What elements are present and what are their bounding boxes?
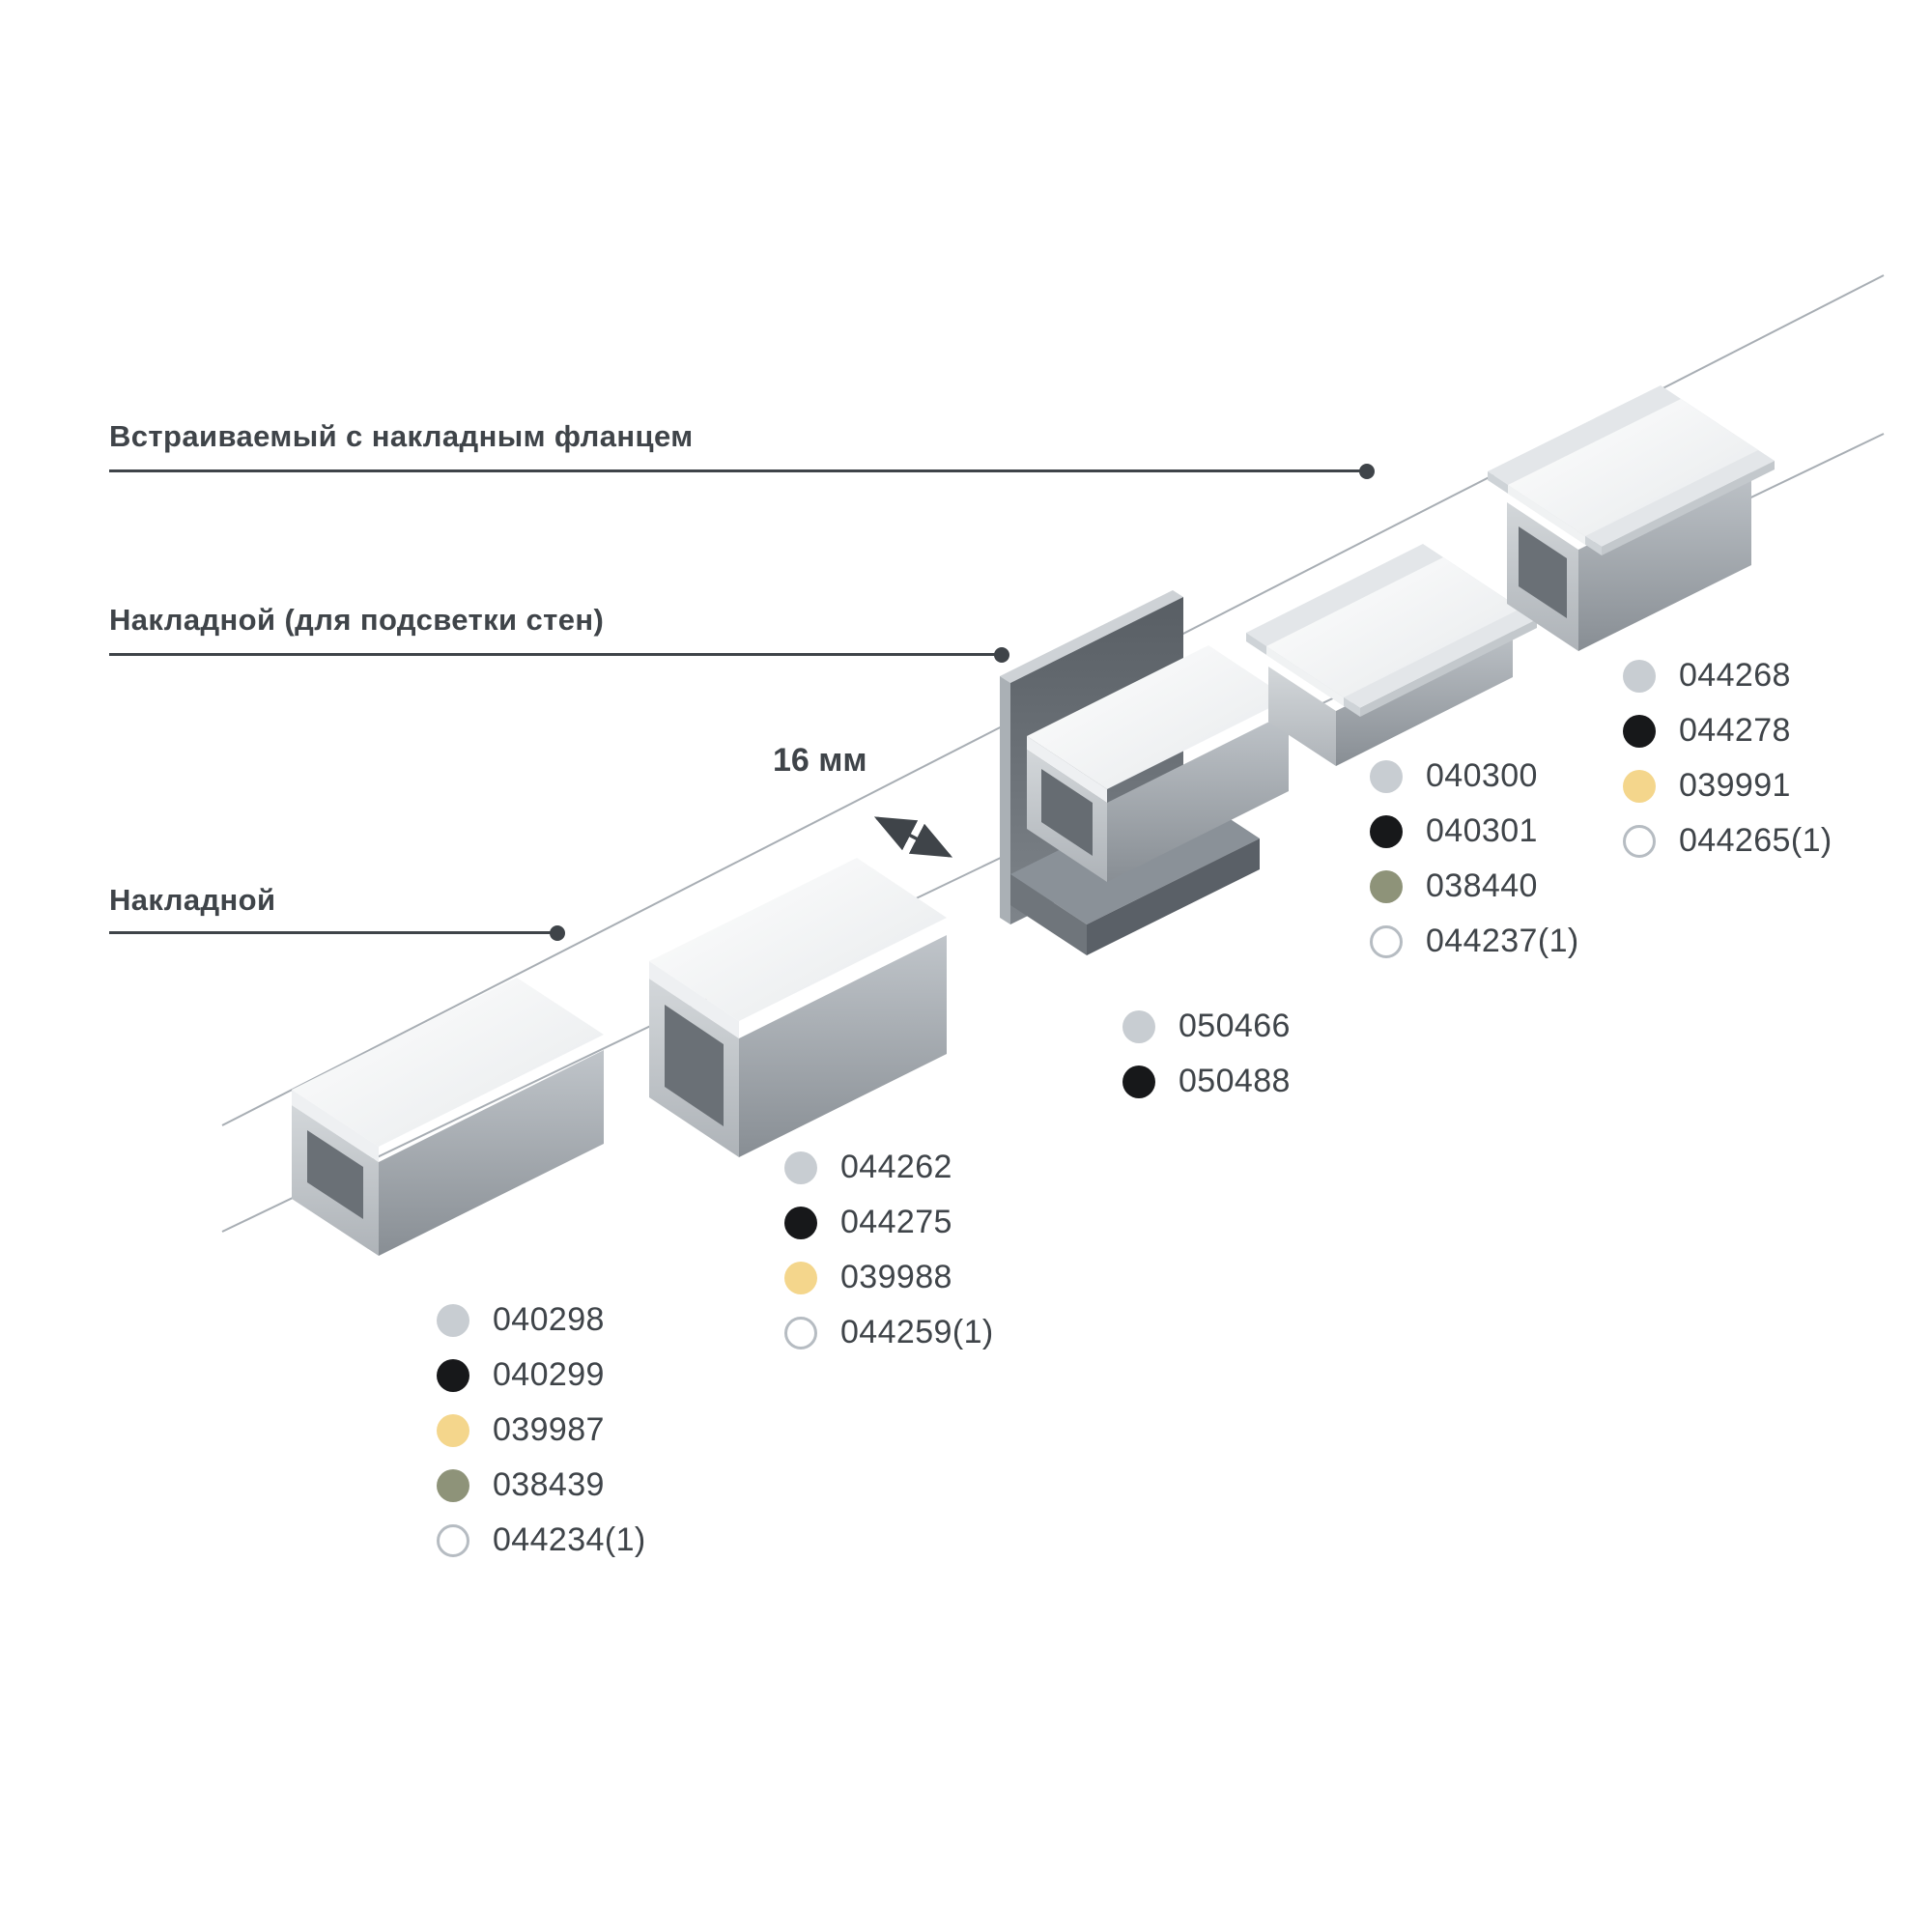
- article-code: 044275: [840, 1204, 952, 1240]
- article-row: 044275: [784, 1195, 994, 1250]
- profile-recessed-flange: [1488, 385, 1775, 651]
- article-list-wall-mounted: 050466 050488: [1122, 999, 1291, 1109]
- color-swatch-gray-icon: [1370, 759, 1403, 793]
- color-swatch-black-icon: [784, 1206, 817, 1239]
- color-swatch-olive-icon: [1370, 869, 1403, 903]
- article-code: 039991: [1679, 767, 1791, 804]
- article-code: 038440: [1426, 867, 1538, 904]
- leader-dot: [1359, 463, 1375, 479]
- article-row: 050488: [1122, 1054, 1291, 1109]
- leader-line-surface-wall: [109, 646, 1009, 663]
- dimension-label: 16 мм: [773, 742, 867, 779]
- leader-dot: [550, 924, 565, 941]
- color-swatch-black-icon: [437, 1358, 469, 1392]
- article-list-recessed-low: 040300 040301 038440 044237(1): [1370, 749, 1579, 969]
- article-row: 038440: [1370, 859, 1579, 914]
- article-row: 050466: [1122, 999, 1291, 1054]
- color-swatch-white-icon: [784, 1316, 817, 1350]
- article-row: 040298: [437, 1293, 646, 1348]
- label-surface-wall: Накладной (для подсветки стен): [109, 603, 605, 637]
- color-swatch-black-icon: [1370, 814, 1403, 848]
- article-row: 039987: [437, 1403, 646, 1458]
- profile-surface-low: [292, 978, 604, 1256]
- article-code: 040301: [1426, 812, 1538, 849]
- article-code: 039987: [493, 1411, 605, 1448]
- color-swatch-gray-icon: [1623, 659, 1656, 693]
- article-code: 044268: [1679, 657, 1791, 694]
- article-code: 050488: [1179, 1063, 1291, 1099]
- profile-recessed-low: [1246, 544, 1537, 766]
- color-swatch-white-icon: [437, 1523, 469, 1557]
- label-recessed-flange: Встраиваемый с накладным фланцем: [109, 419, 694, 453]
- article-row: 044259(1): [784, 1305, 994, 1360]
- article-row: 040300: [1370, 749, 1579, 804]
- article-code: 040299: [493, 1356, 605, 1393]
- article-list-surface-high: 044262 044275 039988 044259(1): [784, 1140, 994, 1360]
- article-code: 040300: [1426, 757, 1538, 794]
- color-swatch-gray-icon: [784, 1151, 817, 1184]
- color-swatch-white-icon: [1623, 824, 1656, 858]
- article-code: 044259(1): [840, 1314, 994, 1350]
- profile-surface-high: [649, 858, 947, 1157]
- color-swatch-black-icon: [1122, 1065, 1155, 1098]
- leader-line-surface: [109, 924, 565, 941]
- color-swatch-gray-icon: [437, 1303, 469, 1337]
- article-list-recessed-flange: 044268 044278 039991 044265(1): [1623, 648, 1833, 868]
- color-swatch-gray-icon: [1122, 1009, 1155, 1043]
- color-swatch-yellow-icon: [437, 1413, 469, 1447]
- article-code: 044278: [1679, 712, 1791, 749]
- color-swatch-yellow-icon: [1623, 769, 1656, 803]
- article-row: 040301: [1370, 804, 1579, 859]
- leader-line-recessed-flange: [109, 463, 1375, 479]
- color-swatch-white-icon: [1370, 924, 1403, 958]
- article-code: 044237(1): [1426, 923, 1579, 959]
- article-row: 044237(1): [1370, 914, 1579, 969]
- article-code: 050466: [1179, 1008, 1291, 1044]
- article-row: 044278: [1623, 703, 1833, 758]
- profile-wall-mounted: [1000, 590, 1289, 955]
- article-row: 044268: [1623, 648, 1833, 703]
- article-row: 039991: [1623, 758, 1833, 813]
- article-list-surface-low: 040298 040299 039987 038439 044234(1): [437, 1293, 646, 1568]
- article-code: 044262: [840, 1149, 952, 1185]
- article-code: 044265(1): [1679, 822, 1833, 859]
- color-swatch-yellow-icon: [784, 1261, 817, 1294]
- article-row: 038439: [437, 1458, 646, 1513]
- article-code: 040298: [493, 1301, 605, 1338]
- article-row: 039988: [784, 1250, 994, 1305]
- article-row: 044262: [784, 1140, 994, 1195]
- article-code: 044234(1): [493, 1521, 646, 1558]
- article-row: 044265(1): [1623, 813, 1833, 868]
- article-row: 044234(1): [437, 1513, 646, 1568]
- label-surface: Накладной: [109, 883, 276, 917]
- dimension-arrow: [873, 816, 953, 858]
- article-row: 040299: [437, 1348, 646, 1403]
- color-swatch-black-icon: [1623, 714, 1656, 748]
- leader-dot: [994, 646, 1009, 663]
- article-code: 038439: [493, 1466, 605, 1503]
- article-code: 039988: [840, 1259, 952, 1295]
- color-swatch-olive-icon: [437, 1468, 469, 1502]
